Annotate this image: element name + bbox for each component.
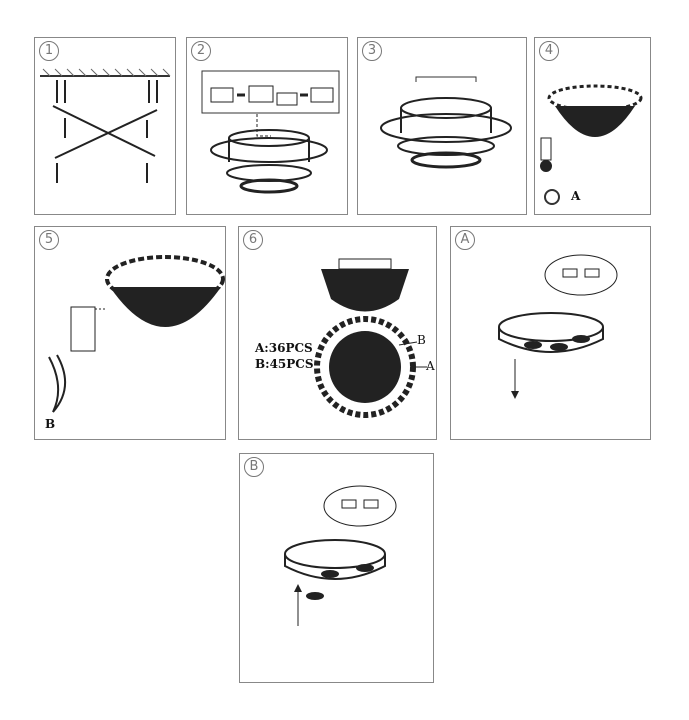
step-b-panel: B: [239, 453, 434, 683]
count-b: B:45PCS: [255, 357, 314, 371]
mounting-bracket-illustration: [40, 68, 171, 183]
finished-chandelier-illustration: [314, 258, 427, 418]
step-5-panel: 5 B: [34, 226, 226, 440]
step-number: A: [455, 230, 475, 250]
step-2-panel: 2: [186, 37, 348, 215]
crystal-strand-illustration: [48, 255, 225, 413]
step-number: 6: [243, 230, 263, 250]
wiring-connection-illustration: [201, 70, 340, 194]
crystal-hang-illustration: [540, 84, 643, 205]
step-number: 1: [39, 41, 59, 61]
step-number: 2: [191, 41, 211, 61]
step-number: 5: [39, 230, 59, 250]
part-label: A: [571, 189, 581, 203]
callout-a: A: [426, 359, 435, 373]
base-mount-illustration: [380, 76, 512, 169]
step-4-panel: 4 A: [534, 37, 651, 215]
step-6-panel: 6 A:36PCS B:45PCS B A: [238, 226, 437, 440]
step-number: B: [244, 457, 264, 477]
step-1-panel: 1: [34, 37, 176, 215]
count-a: A:36PCS: [255, 341, 313, 355]
step-a-panel: A: [450, 226, 651, 440]
step-3-panel: 3: [357, 37, 527, 215]
step-number: 4: [539, 41, 559, 61]
part-label: B: [45, 417, 56, 431]
step-number: 3: [362, 41, 382, 61]
bulb-removal-illustration: [498, 254, 618, 399]
callout-b: B: [417, 333, 426, 347]
bulb-installation-illustration: [284, 485, 397, 626]
